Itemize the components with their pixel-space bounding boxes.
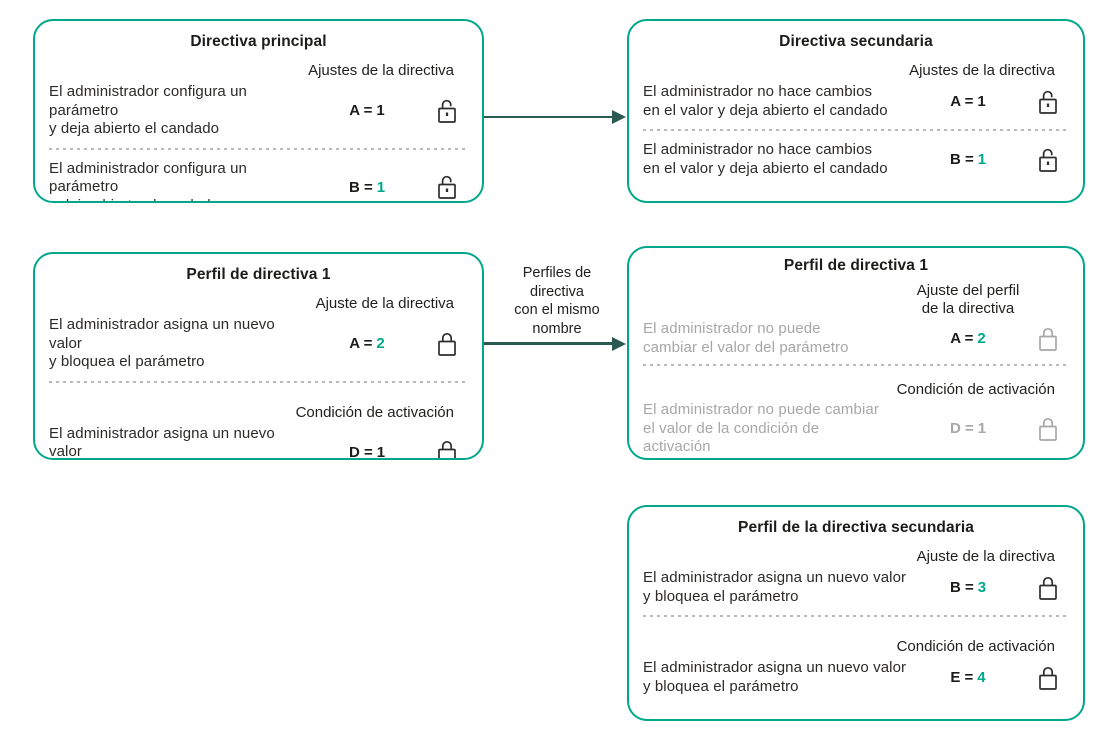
parameter-name: E =: [950, 669, 974, 686]
closed-padlock-icon: [438, 441, 456, 458]
box-title: Directiva secundaria: [779, 33, 933, 50]
row-description: El administrador asigna un nuevo valor y…: [49, 316, 275, 370]
section-label: Ajuste del perfil de la directiva: [916, 282, 1020, 317]
parameter-name: B =: [949, 151, 974, 168]
parameter-name: D =: [348, 443, 373, 460]
parameter-number: 1: [376, 178, 386, 196]
open-padlock-icon: [438, 176, 456, 200]
section-label: Condición de activación: [896, 381, 1055, 398]
closed-padlock-icon: [1039, 327, 1057, 351]
activation-condition-section: Condición de activación El administrador…: [643, 627, 1069, 696]
parameter-number: 1: [376, 443, 386, 460]
padlock-icon: [1038, 665, 1058, 691]
secondary-policy-profile-box: Perfil de la directiva secundaria Ajuste…: [627, 505, 1085, 721]
section-divider: [643, 364, 1069, 366]
parameter-name: A =: [349, 335, 373, 353]
activation-condition-section: Condición de activación El administrador…: [643, 374, 1069, 457]
open-padlock-icon: [1039, 148, 1057, 172]
parameter-name: A =: [950, 330, 974, 347]
policy-settings-section: El administrador configura un parámetro …: [49, 159, 468, 202]
box-title: Directiva principal: [190, 33, 327, 50]
row-description: El administrador configura un parámetro …: [49, 159, 248, 202]
section-label: Ajustes de la directiva: [308, 62, 454, 79]
section-divider: [643, 129, 1069, 131]
section-label: Ajuste de la directiva: [916, 548, 1055, 565]
parameter-name: A =: [950, 93, 974, 110]
parameter-value: A =2: [311, 335, 423, 352]
policy-setting-section: Ajuste de la directiva El administrador …: [643, 537, 1069, 606]
padlock-icon: [1038, 575, 1058, 601]
section-label: Condición de activación: [295, 403, 454, 421]
box-title: Perfil de directiva 1: [783, 257, 929, 274]
box-title: Perfil de directiva 1: [186, 266, 331, 283]
padlock-icon: [1038, 326, 1058, 352]
row-description: El administrador asigna un nuevo valor y…: [643, 659, 907, 695]
parameter-value: B =1: [311, 179, 423, 196]
parameter-name: D =: [949, 420, 974, 438]
parameter-number: 4: [977, 669, 986, 686]
row-description: El administrador asigna un nuevo valor y…: [49, 424, 275, 460]
parameter-value: A =2: [912, 330, 1024, 347]
profile-arrow-label: Perfiles de directiva con el mismo nombr…: [514, 265, 600, 337]
padlock-icon: [437, 174, 457, 200]
closed-padlock-icon: [438, 332, 456, 356]
profile-inheritance-arrow: [484, 342, 614, 345]
open-padlock-icon: [1039, 90, 1057, 114]
policy-settings-section: El administrador no hace cambios en el v…: [643, 141, 1069, 178]
parameter-value: E =4: [912, 669, 1024, 686]
main-policy-box: Directiva principal Ajustes de la direct…: [33, 19, 484, 203]
row-description: El administrador configura un parámetro …: [49, 83, 248, 137]
row-description: El administrador no hace cambios en el v…: [643, 83, 888, 119]
activation-condition-section: Condición de activación El administrador…: [49, 393, 468, 460]
closed-padlock-icon: [1039, 666, 1057, 690]
parameter-value: D =1: [311, 443, 423, 460]
parameter-value: D =1: [912, 420, 1024, 437]
parameter-name: B =: [949, 579, 974, 596]
row-description: El administrador asigna un nuevo valor y…: [643, 569, 907, 605]
policy-profile-setting-section: Ajuste del perfil de la directiva El adm…: [643, 275, 1069, 357]
section-label: Condición de activación: [896, 638, 1055, 655]
parameter-name: A =: [349, 102, 373, 120]
parameter-number: 1: [376, 102, 385, 120]
section-divider: [49, 380, 468, 383]
parameter-number: 1: [977, 93, 986, 110]
profile-inheritance-arrowhead-icon: [612, 336, 626, 351]
secondary-policy-box: Directiva secundaria Ajustes de la direc…: [627, 19, 1085, 203]
policy-inheritance-arrow: [484, 115, 614, 119]
row-description: El administrador no puede cambiar el val…: [643, 401, 879, 455]
closed-padlock-icon: [1039, 417, 1057, 441]
parameter-name: B =: [348, 178, 373, 196]
inherited-policy-profile1-box: Perfil de directiva 1 Ajuste del perfil …: [627, 246, 1085, 460]
section-label: Ajustes de la directiva: [909, 62, 1055, 79]
parameter-number: 1: [977, 151, 987, 168]
policy-inheritance-arrowhead-icon: [612, 110, 626, 124]
padlock-icon: [1038, 147, 1058, 173]
row-description: El administrador no hace cambios en el v…: [643, 141, 888, 177]
parameter-value: A =1: [311, 102, 423, 119]
parameter-number: 1: [977, 420, 987, 438]
policy-profile1-box: Perfil de directiva 1 Ajuste de la direc…: [33, 252, 484, 460]
row-description: El administrador no puede cambiar el val…: [643, 320, 849, 356]
parameter-number: 2: [376, 335, 385, 353]
parameter-value: B =3: [912, 579, 1024, 596]
padlock-icon: [437, 98, 457, 124]
closed-padlock-icon: [1039, 576, 1057, 600]
parameter-number: 2: [977, 330, 986, 347]
parameter-number: 3: [977, 579, 987, 596]
padlock-icon: [437, 439, 457, 458]
padlock-icon: [1038, 416, 1058, 442]
section-divider: [49, 147, 468, 150]
section-label: Ajuste de la directiva: [315, 295, 454, 312]
section-divider: [643, 615, 1069, 617]
parameter-value: A =1: [912, 93, 1024, 110]
padlock-icon: [1038, 89, 1058, 115]
box-title: Perfil de la directiva secundaria: [738, 519, 974, 536]
open-padlock-icon: [438, 99, 456, 123]
parameter-value: B =1: [912, 151, 1024, 168]
padlock-icon: [437, 331, 457, 357]
policy-setting-section: Ajuste de la directiva El administrador …: [49, 284, 468, 372]
policy-settings-section: Ajustes de la directiva El administrador…: [643, 51, 1069, 120]
policy-settings-section: Ajustes de la directiva El administrador…: [49, 51, 468, 139]
